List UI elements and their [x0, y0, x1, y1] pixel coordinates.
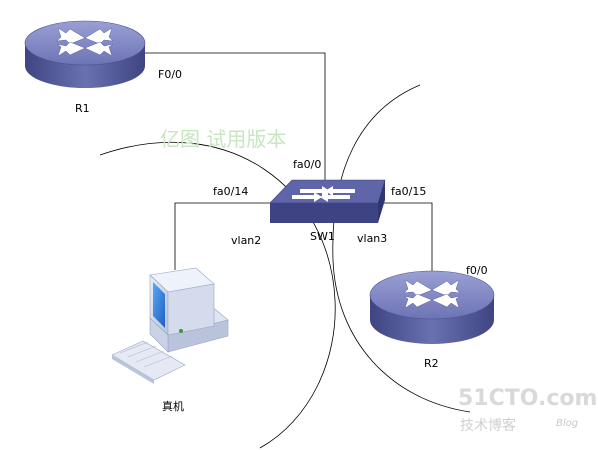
- trial-watermark: 亿图 试用版本: [160, 127, 286, 151]
- link-sw1-r2: [378, 202, 433, 275]
- vlan3-label: vlan3: [357, 232, 387, 245]
- pc-icon: [111, 267, 229, 384]
- logo-main-text: 51CTO.com: [458, 386, 597, 411]
- link-r1-sw1: [145, 52, 326, 185]
- switch-sw1[interactable]: SW1: [269, 179, 386, 243]
- router-r1[interactable]: R1: [24, 20, 146, 115]
- sw1-port-fa0-15: fa0/15: [391, 185, 426, 198]
- logo-sub-text: 技术博客: [460, 417, 516, 434]
- vlan2-boundary-arc: [99, 141, 336, 449]
- sw1-port-fa0-0: fa0/0: [293, 158, 321, 171]
- r2-label: R2: [424, 357, 439, 370]
- r2-port-f0-0: f0/0: [466, 264, 488, 277]
- host-pc[interactable]: 真机: [111, 267, 229, 413]
- router-icon: [369, 270, 495, 344]
- host-label: 真机: [162, 399, 184, 413]
- vlan2-label: vlan2: [231, 234, 261, 247]
- sw1-label: SW1: [310, 230, 335, 243]
- logo-blog-text: Blog: [556, 418, 578, 429]
- vlan3-boundary-arc: [332, 84, 471, 413]
- r1-label: R1: [75, 102, 90, 115]
- link-host-sw1: [174, 202, 272, 270]
- router-icon: [24, 20, 146, 88]
- r1-port-f0-0: F0/0: [158, 68, 182, 81]
- sw1-port-fa0-14: fa0/14: [213, 185, 248, 198]
- router-r2[interactable]: R2: [369, 270, 495, 370]
- switch-icon: [269, 179, 386, 223]
- site-logo: 51CTO.com 技术博客 Blog: [458, 386, 597, 434]
